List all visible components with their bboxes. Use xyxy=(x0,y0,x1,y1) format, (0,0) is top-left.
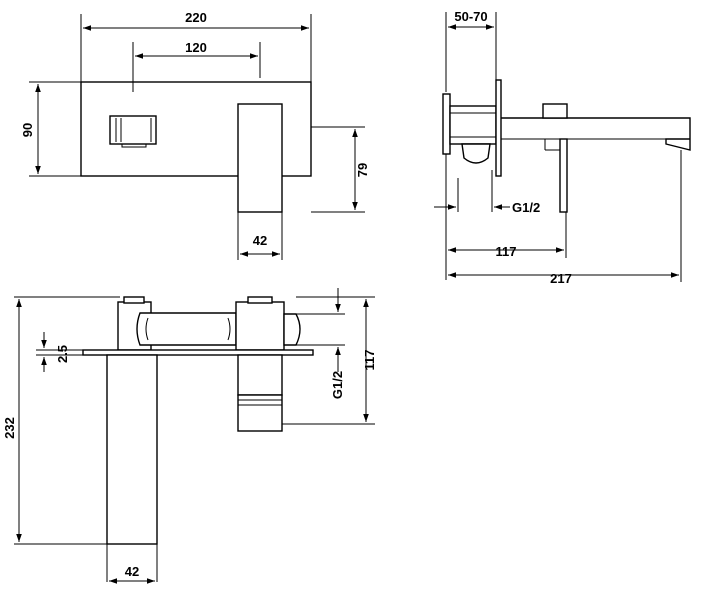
dim-79-label: 79 xyxy=(355,163,370,177)
bottom-lever-stem xyxy=(237,354,283,396)
bottom-view: 232 2.5 G1/2 117 42 xyxy=(2,288,377,584)
dim-117-side-label: 117 xyxy=(496,244,517,259)
dim-g12-bottom-label: G1/2 xyxy=(330,371,345,399)
front-view: 220 120 90 79 42 xyxy=(20,10,370,260)
dim-217-label: 217 xyxy=(550,271,572,286)
bottom-lever-knob xyxy=(237,394,283,432)
side-lever-arm xyxy=(559,138,568,213)
bottom-spout-cap xyxy=(123,296,145,304)
dim-42-bottom-label: 42 xyxy=(125,564,139,579)
dim-90-label: 90 xyxy=(20,123,35,137)
side-body xyxy=(449,105,497,145)
bottom-spout xyxy=(106,354,158,545)
dim-g12-side-label: G1/2 xyxy=(512,200,540,215)
front-lever-handle xyxy=(237,103,283,213)
side-cover-plate xyxy=(495,79,502,177)
dim-220-label: 220 xyxy=(185,10,207,25)
dim-117-bottom-label: 117 xyxy=(362,350,377,371)
front-spout-outlet xyxy=(109,115,157,145)
side-lever-top xyxy=(542,103,568,119)
front-aerator xyxy=(121,143,147,148)
bottom-cross-tube xyxy=(136,312,237,346)
dim-232-label: 232 xyxy=(2,417,17,439)
dim-42-front-label: 42 xyxy=(253,233,267,248)
side-inlet-nut xyxy=(461,143,491,164)
dim-120-label: 120 xyxy=(185,40,207,55)
side-spout xyxy=(501,117,691,151)
bottom-wall-plate xyxy=(82,349,314,356)
bottom-mixer-body xyxy=(235,301,285,351)
side-rear-flange xyxy=(442,93,451,155)
bottom-inlet-nut xyxy=(283,313,301,346)
bottom-mixer-cap xyxy=(247,296,273,304)
dim-50-70-label: 50-70 xyxy=(454,9,487,24)
dim-2-5-label: 2.5 xyxy=(55,345,70,363)
side-view: 50-70 G1/2 117 217 xyxy=(434,9,691,286)
